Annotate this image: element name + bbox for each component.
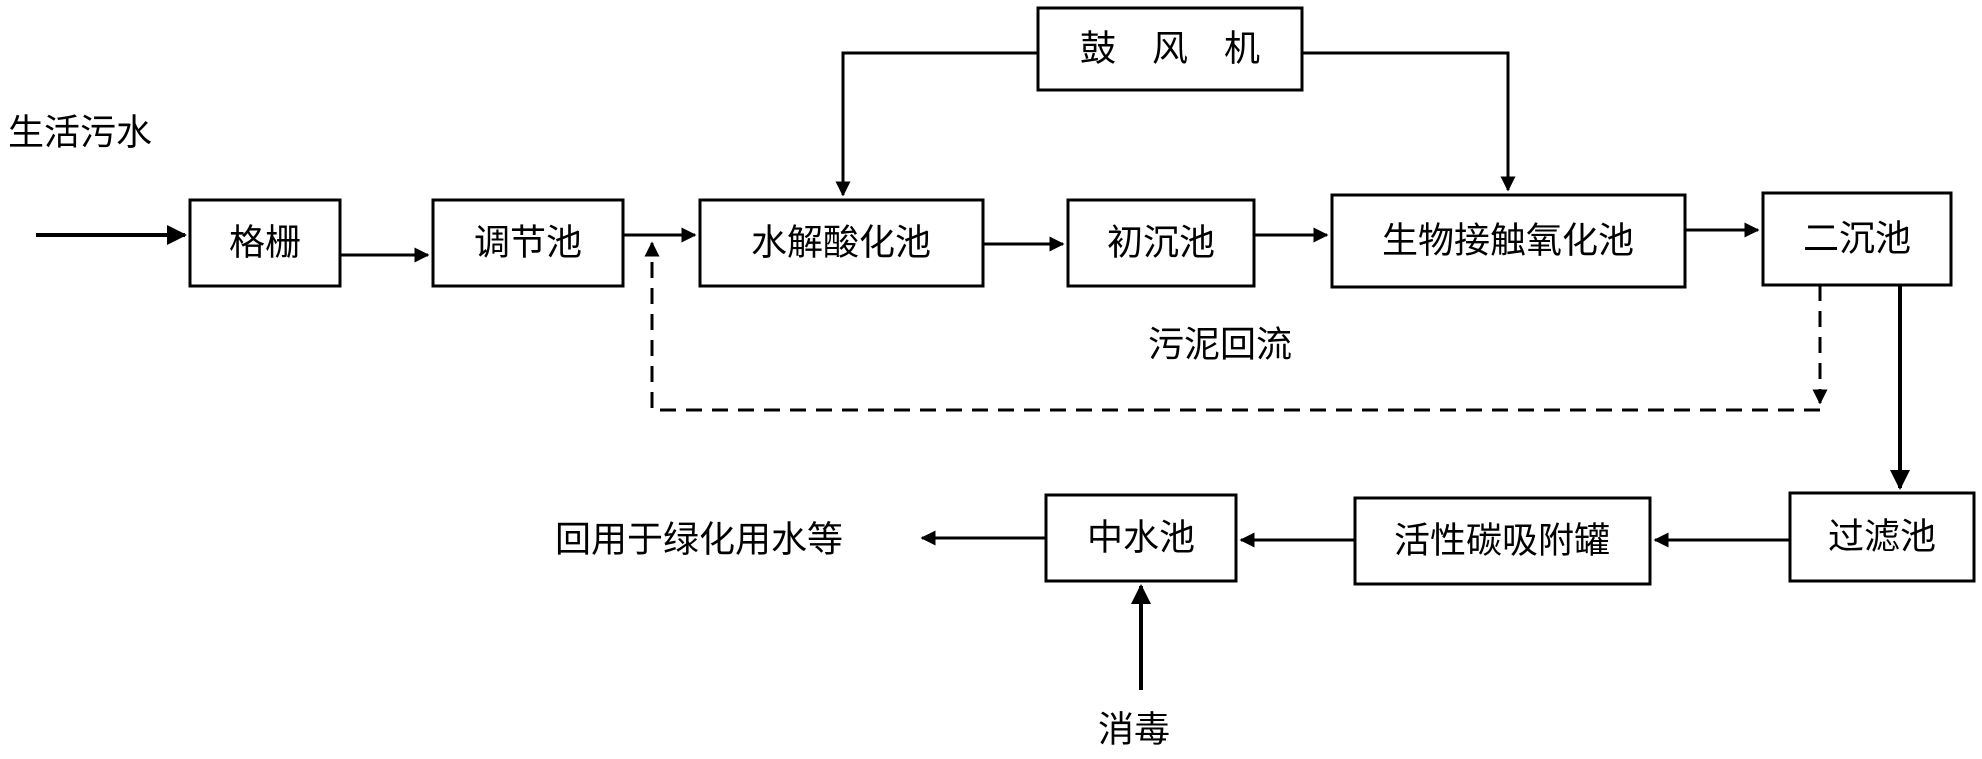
grille-box: 格栅 [188,198,342,288]
reuse-label: 回用于绿化用水等 [555,520,843,561]
secondary-settling-label: 二沉池 [1803,219,1911,260]
bio-contact-oxidation-label: 生物接触氧化池 [1382,221,1634,262]
regulating-tank-box: 调节池 [431,198,625,288]
secondary-settling-box: 二沉池 [1761,191,1953,287]
reclaimed-water-tank-box: 中水池 [1044,493,1238,583]
primary-settling-box: 初沉池 [1066,198,1256,288]
carbon-adsorption-label: 活性碳吸附罐 [1394,521,1610,562]
hydrolysis-tank-box: 水解酸化池 [698,198,985,288]
sludge-return-label: 污泥回流 [1148,325,1292,366]
filter-tank-box: 过滤池 [1788,491,1976,583]
hydrolysis-tank-label: 水解酸化池 [751,223,931,264]
blower-box: 鼓 风 机 [1036,6,1304,92]
air-line-to-bio [1302,51,1516,192]
regulating-tank-label: 调节池 [474,223,582,264]
bio-contact-oxidation-box: 生物接触氧化池 [1330,193,1687,289]
primary-settling-label: 初沉池 [1107,223,1215,264]
air-line-to-hydrolysis [835,51,1038,197]
reclaimed-water-tank-label: 中水池 [1087,518,1195,559]
disinfection-label: 消毒 [1098,710,1170,751]
grille-label: 格栅 [229,223,301,264]
inflow-label: 生活污水 [8,113,152,154]
blower-label: 鼓 风 机 [1080,29,1260,70]
filter-tank-label: 过滤池 [1828,517,1936,558]
sludge-return-path [644,241,1820,412]
carbon-adsorption-box: 活性碳吸附罐 [1353,496,1652,586]
